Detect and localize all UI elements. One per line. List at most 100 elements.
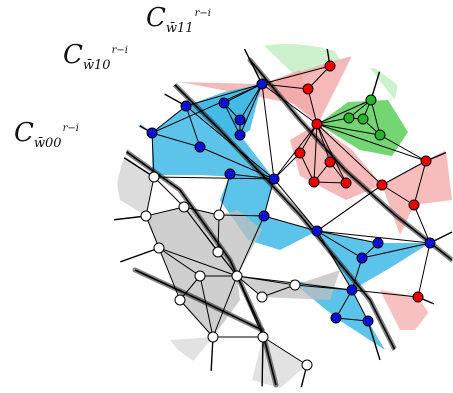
white-node-w3 xyxy=(178,201,190,213)
band-core-0 xyxy=(149,59,401,361)
blue-node-b10 xyxy=(258,210,270,222)
blue-node-b6 xyxy=(194,141,206,153)
edge-60 xyxy=(381,184,415,206)
blue-node-b1 xyxy=(256,78,268,90)
edge-22 xyxy=(273,152,301,180)
pendant-edge-11 xyxy=(114,215,147,221)
label-c-w11: Cw̄11r−i xyxy=(146,3,211,36)
region-16 xyxy=(237,270,340,300)
edge-73 xyxy=(183,206,220,216)
edge-61 xyxy=(413,160,427,206)
blue-node-b4 xyxy=(234,114,246,126)
edge-31 xyxy=(316,230,353,291)
red-node-r10 xyxy=(408,199,420,211)
edge-71 xyxy=(145,206,185,217)
edge-64 xyxy=(370,99,381,136)
edge-27 xyxy=(236,215,265,277)
edge-51 xyxy=(316,99,372,125)
white-node-w5 xyxy=(153,242,165,254)
white-node-w9 xyxy=(174,294,186,306)
blue-node-b7 xyxy=(234,129,246,141)
band-core-3 xyxy=(134,269,263,331)
blue-node-b15 xyxy=(346,284,358,296)
white-node-w1 xyxy=(148,171,160,183)
red-node-r2 xyxy=(302,83,314,95)
white-node-w6 xyxy=(194,270,206,282)
blue-node-b14 xyxy=(356,252,368,264)
white-node-w2 xyxy=(140,210,152,222)
edge-78 xyxy=(158,247,238,277)
edge-13 xyxy=(223,102,241,136)
edge-84 xyxy=(236,275,296,286)
edge-34 xyxy=(361,242,431,259)
green-node-g4 xyxy=(374,129,386,141)
region-14 xyxy=(146,207,262,276)
edge-90 xyxy=(179,299,214,338)
edge-82 xyxy=(199,275,214,338)
blue-node-b12 xyxy=(372,237,384,249)
edge-4 xyxy=(261,65,331,85)
red-node-r5 xyxy=(324,156,336,168)
white-node-w4 xyxy=(213,209,225,221)
region-15 xyxy=(159,248,240,337)
red-node-r7 xyxy=(340,177,352,189)
graph-nodes xyxy=(140,60,436,371)
green-node-g1 xyxy=(365,94,377,106)
graph-edges xyxy=(114,44,453,388)
edge-9 xyxy=(151,105,187,134)
red-node-r6 xyxy=(308,176,320,188)
blue-node-b11 xyxy=(311,225,323,237)
white-node-w11 xyxy=(256,291,268,303)
edge-67 xyxy=(316,184,383,232)
white-node-w13 xyxy=(257,331,269,343)
blue-node-b5 xyxy=(146,127,158,139)
edge-50 xyxy=(316,123,383,186)
blue-node-b2 xyxy=(180,100,192,112)
red-node-r4 xyxy=(294,147,306,159)
edge-47 xyxy=(316,123,331,163)
edge-29 xyxy=(316,230,431,244)
red-node-r8 xyxy=(376,179,388,191)
edge-28 xyxy=(316,230,379,244)
edge-2 xyxy=(239,83,263,121)
edge-26 xyxy=(218,214,265,217)
blue-node-b17 xyxy=(362,315,374,327)
edge-45 xyxy=(307,88,318,125)
edge-39 xyxy=(351,289,369,322)
region-19 xyxy=(252,337,307,388)
blue-node-b9 xyxy=(268,173,280,185)
red-node-r11 xyxy=(412,291,424,303)
white-node-w12 xyxy=(207,331,219,343)
edge-0 xyxy=(185,83,263,107)
edge-5 xyxy=(261,83,309,90)
edge-77 xyxy=(158,247,201,277)
edge-72 xyxy=(145,215,160,249)
edge-70 xyxy=(153,176,185,208)
white-node-w10 xyxy=(289,279,301,291)
blue-node-b13 xyxy=(424,237,436,249)
edge-79 xyxy=(158,247,181,301)
edge-11 xyxy=(185,105,275,180)
edge-87 xyxy=(236,275,264,338)
red-node-r9 xyxy=(420,155,432,167)
green-node-g2 xyxy=(343,112,355,124)
edge-20 xyxy=(263,178,275,217)
red-node-r3 xyxy=(311,118,323,130)
white-node-w8 xyxy=(212,246,224,258)
edge-25 xyxy=(263,215,318,232)
pendant-edge-14 xyxy=(119,247,160,263)
edge-37 xyxy=(351,257,363,291)
edge-23 xyxy=(273,178,318,232)
pendant-edge-8 xyxy=(209,336,214,388)
edge-88 xyxy=(261,284,296,298)
edge-76 xyxy=(217,214,220,253)
edge-18 xyxy=(229,173,275,180)
region-18 xyxy=(170,337,213,365)
pendant-edge-6 xyxy=(367,320,381,361)
region-11 xyxy=(317,231,430,290)
edge-41 xyxy=(351,289,419,298)
region-9 xyxy=(186,84,262,140)
white-node-w7 xyxy=(231,270,243,282)
label-c-w10: Cw̄10r−i xyxy=(63,40,128,73)
